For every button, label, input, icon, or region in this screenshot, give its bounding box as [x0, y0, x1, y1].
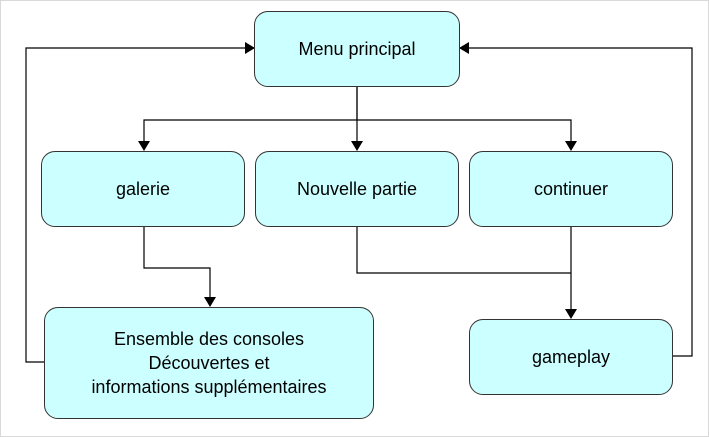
node-ensemble-des-consoles: Ensemble des consoles Découvertes et inf…: [44, 307, 374, 419]
node-label: Menu principal: [298, 39, 416, 59]
node-label-line-2: Découvertes et: [148, 353, 270, 373]
node-label-line-3: informations supplémentaires: [91, 377, 327, 397]
node-label: continuer: [533, 179, 609, 199]
node-continuer: continuer: [469, 151, 673, 227]
node-label: Nouvelle partie: [296, 179, 418, 199]
edge-menu-galerie: [138, 87, 358, 151]
node-menu-principal: Menu principal: [254, 11, 460, 87]
node-galerie: galerie: [41, 151, 245, 227]
node-gameplay: gameplay: [469, 319, 673, 395]
edge-gameplay-menu: [459, 42, 693, 357]
edge-galerie-ensemble: [143, 227, 216, 307]
node-nouvelle-partie: Nouvelle partie: [255, 151, 459, 227]
node-label: galerie: [115, 179, 171, 199]
node-label: gameplay: [531, 347, 611, 367]
edge-ensemble-menu: [25, 42, 255, 363]
edge-menu-continuer: [357, 119, 577, 151]
node-label-line-1: Ensemble des consoles: [113, 329, 305, 349]
edge-nouvelle-gameplay: [356, 227, 571, 274]
